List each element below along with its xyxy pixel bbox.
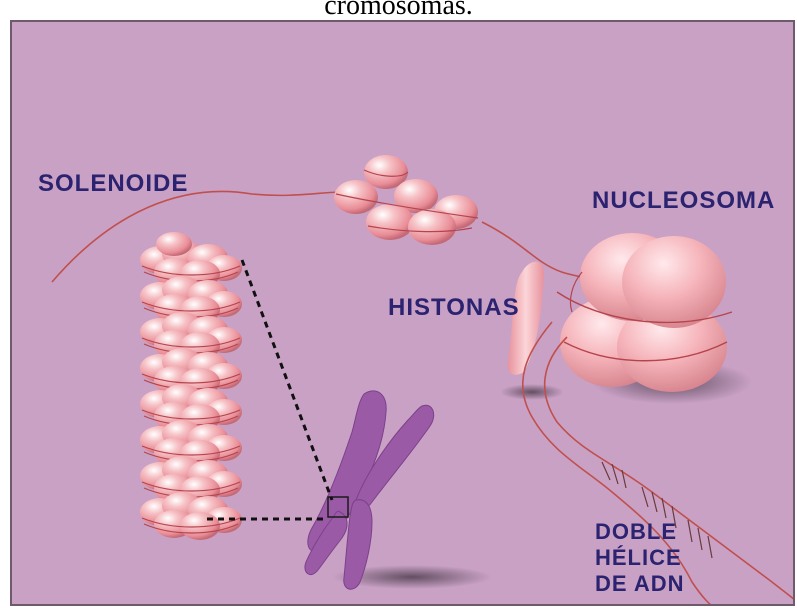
diagram-panel: SOLENOIDE NUCLEOSOMA HISTONAS DOBLE HÉLI… (10, 20, 795, 606)
histone-shadow (500, 384, 564, 400)
big-nucleosome (557, 233, 732, 392)
solenoid-stack (140, 232, 242, 540)
zoom-line-top (242, 260, 332, 500)
solenoide-label: SOLENOIDE (38, 170, 188, 198)
nucleosoma-label: NUCLEOSOMA (592, 187, 775, 215)
chromosome (305, 391, 434, 589)
doble-helice-line-3: DE ADN (595, 571, 685, 597)
doble-helice-label: DOBLE HÉLICE DE ADN (595, 519, 685, 597)
doble-helice-line-2: HÉLICE (595, 545, 685, 571)
histonas-label: HISTONAS (388, 294, 520, 322)
nucleosome-cluster (334, 155, 478, 245)
doble-helice-line-1: DOBLE (595, 519, 685, 545)
